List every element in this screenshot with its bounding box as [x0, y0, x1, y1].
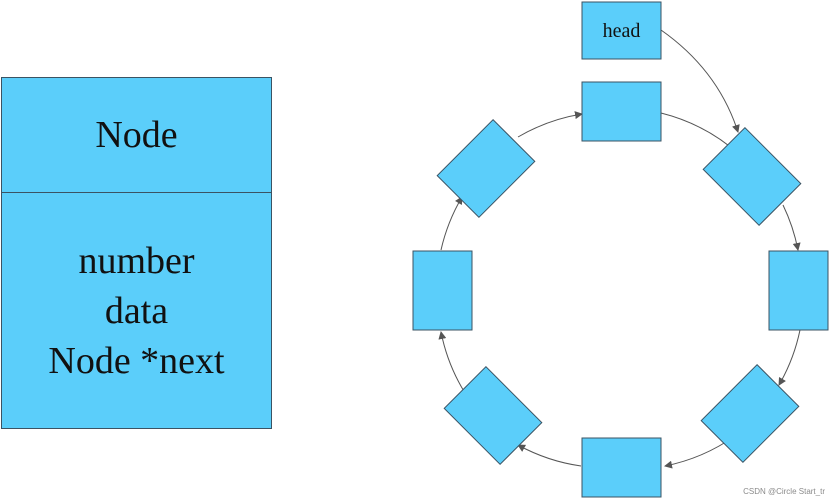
arrow-node5-to-node6 [517, 444, 582, 467]
arrow-node3-to-node4 [778, 329, 801, 386]
head-pointer: head [581, 1, 662, 60]
ring-node-5 [581, 437, 662, 498]
node-struct-box: Node number data Node *next [1, 77, 272, 429]
node-struct-title: Node [2, 78, 271, 193]
ring-node-3 [768, 250, 829, 331]
ring-nodes [412, 81, 829, 498]
ring-node-8 [436, 119, 536, 218]
node-field-next: Node *next [48, 339, 225, 382]
ring-node-2 [702, 127, 802, 226]
arrow-node7-to-node8 [440, 196, 463, 251]
node-struct-fields: number data Node *next [2, 193, 271, 428]
arrow-node8-to-node1 [517, 111, 583, 138]
arrow-head-to-node2 [660, 29, 740, 133]
arrow-node2-to-node3 [782, 204, 801, 251]
head-label: head [603, 20, 641, 42]
node-field-number: number [78, 239, 195, 282]
arrow-node6-to-node7 [438, 331, 466, 394]
ring-node-1 [581, 81, 662, 142]
watermark: CSDN @Circle Start_tr [743, 487, 825, 496]
node-field-data: data [104, 289, 169, 332]
ring-node-7 [412, 250, 473, 331]
ring-node-6 [443, 366, 543, 465]
ring-node-4 [700, 364, 800, 463]
